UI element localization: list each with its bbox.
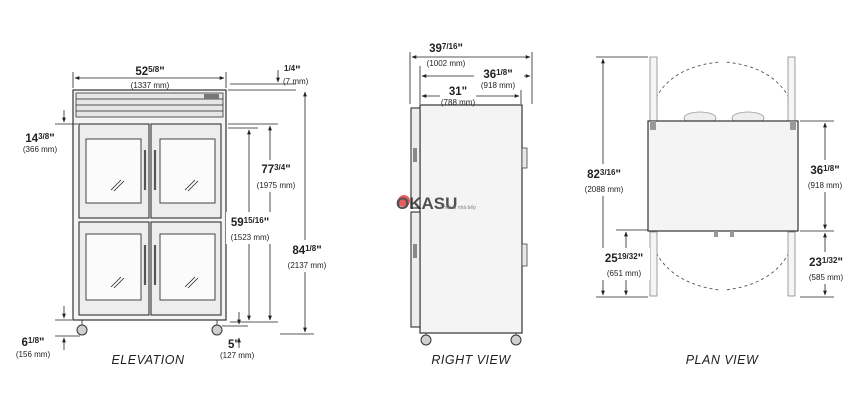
view-label-right: RIGHT VIEW	[431, 353, 511, 367]
dim-elev-overall-height-mm: (2137 mm)	[288, 261, 327, 270]
dim-right-cabinet-depth-mm: (788 mm)	[441, 98, 476, 107]
right-hinge-upper	[413, 148, 417, 162]
right-hinge-lower	[413, 244, 417, 258]
dim-plan-door-clear: 231/32"	[809, 256, 843, 269]
dim-right-depth: 361/8"	[483, 68, 512, 81]
dim-elev-door-height-mm: (1975 mm)	[257, 181, 296, 190]
view-label-elevation: ELEVATION	[111, 353, 185, 367]
dim-elev-width-mm: (1337 mm)	[131, 81, 170, 90]
elevation-view: 525/8" (1337 mm) 1/4" (7 mm) 143/8" (366…	[16, 64, 331, 367]
dim-elev-top-gap-mm: (7 mm)	[283, 77, 309, 86]
door-swing-bottom-right	[724, 229, 796, 291]
right-caster-front	[420, 334, 432, 346]
door-open-top-left	[649, 56, 658, 122]
dim-plan-swing: 2519/32"	[605, 252, 643, 265]
dim-elev-door-height: 773/4"	[261, 163, 290, 176]
dim-right-depth-mm: (918 mm)	[481, 81, 516, 90]
right-caster-rear	[510, 334, 522, 346]
dim-plan-total: 823/16"	[587, 168, 621, 181]
elevation-doors	[78, 123, 222, 316]
right-view: 397/16" (1002 mm) 361/8" (918 mm) 31" (7…	[409, 42, 533, 367]
svg-text:OKASU: OKASU	[396, 194, 457, 213]
dim-right-overall-depth-mm: (1002 mm)	[427, 59, 466, 68]
right-door-lower	[410, 211, 421, 328]
dim-elev-caster: 5"	[228, 339, 240, 351]
dim-plan-swing-mm: (651 mm)	[607, 269, 642, 278]
dim-elev-overall-height: 841/8"	[292, 244, 321, 257]
dim-right-cabinet-depth: 31"	[449, 86, 467, 98]
door-swing-top-right	[724, 61, 796, 122]
dim-elev-top-gap: 1/4"	[284, 64, 301, 77]
door-swing-bottom-left	[649, 229, 721, 291]
view-label-plan: PLAN VIEW	[686, 353, 759, 367]
right-cabinet-body	[419, 104, 523, 334]
plan-view: 823/16" (2088 mm) 2519/32" (651 mm) 361/…	[580, 56, 851, 367]
dim-plan-total-mm: (2088 mm)	[585, 185, 624, 194]
dim-elev-cabinet-height: 5915/16"	[231, 216, 269, 229]
elevation-louver	[75, 92, 224, 118]
dim-elev-door-top: 143/8"	[25, 132, 54, 145]
door-swing-top-left	[649, 61, 721, 122]
dim-elev-door-top-mm: (366 mm)	[23, 145, 58, 154]
dim-plan-depth: 361/8"	[810, 164, 839, 177]
door-open-bottom-left	[649, 231, 658, 297]
elevation-casters	[76, 320, 223, 336]
dim-plan-door-clear-mm: (585 mm)	[809, 273, 844, 282]
dim-elev-cabinet-height-mm: (1523 mm)	[231, 233, 270, 242]
dim-elev-caster-mm: (127 mm)	[220, 351, 255, 360]
control-panel	[204, 94, 219, 99]
door-open-top-right	[787, 56, 796, 122]
door-open-bottom-right	[787, 231, 796, 297]
dim-plan-depth-mm: (918 mm)	[808, 181, 843, 190]
dim-elev-leg: 61/8"	[22, 336, 45, 349]
dim-right-overall-depth: 397/16"	[429, 42, 463, 55]
svg-text:Thiết bị nhà bếp: Thiết bị nhà bếp	[440, 205, 476, 211]
dim-elev-leg-mm: (156 mm)	[16, 350, 51, 359]
dim-elev-width: 525/8"	[135, 65, 164, 78]
okasu-watermark: OKASU Thiết bị nhà bếp	[396, 194, 476, 213]
plan-cabinet-body	[647, 120, 799, 232]
